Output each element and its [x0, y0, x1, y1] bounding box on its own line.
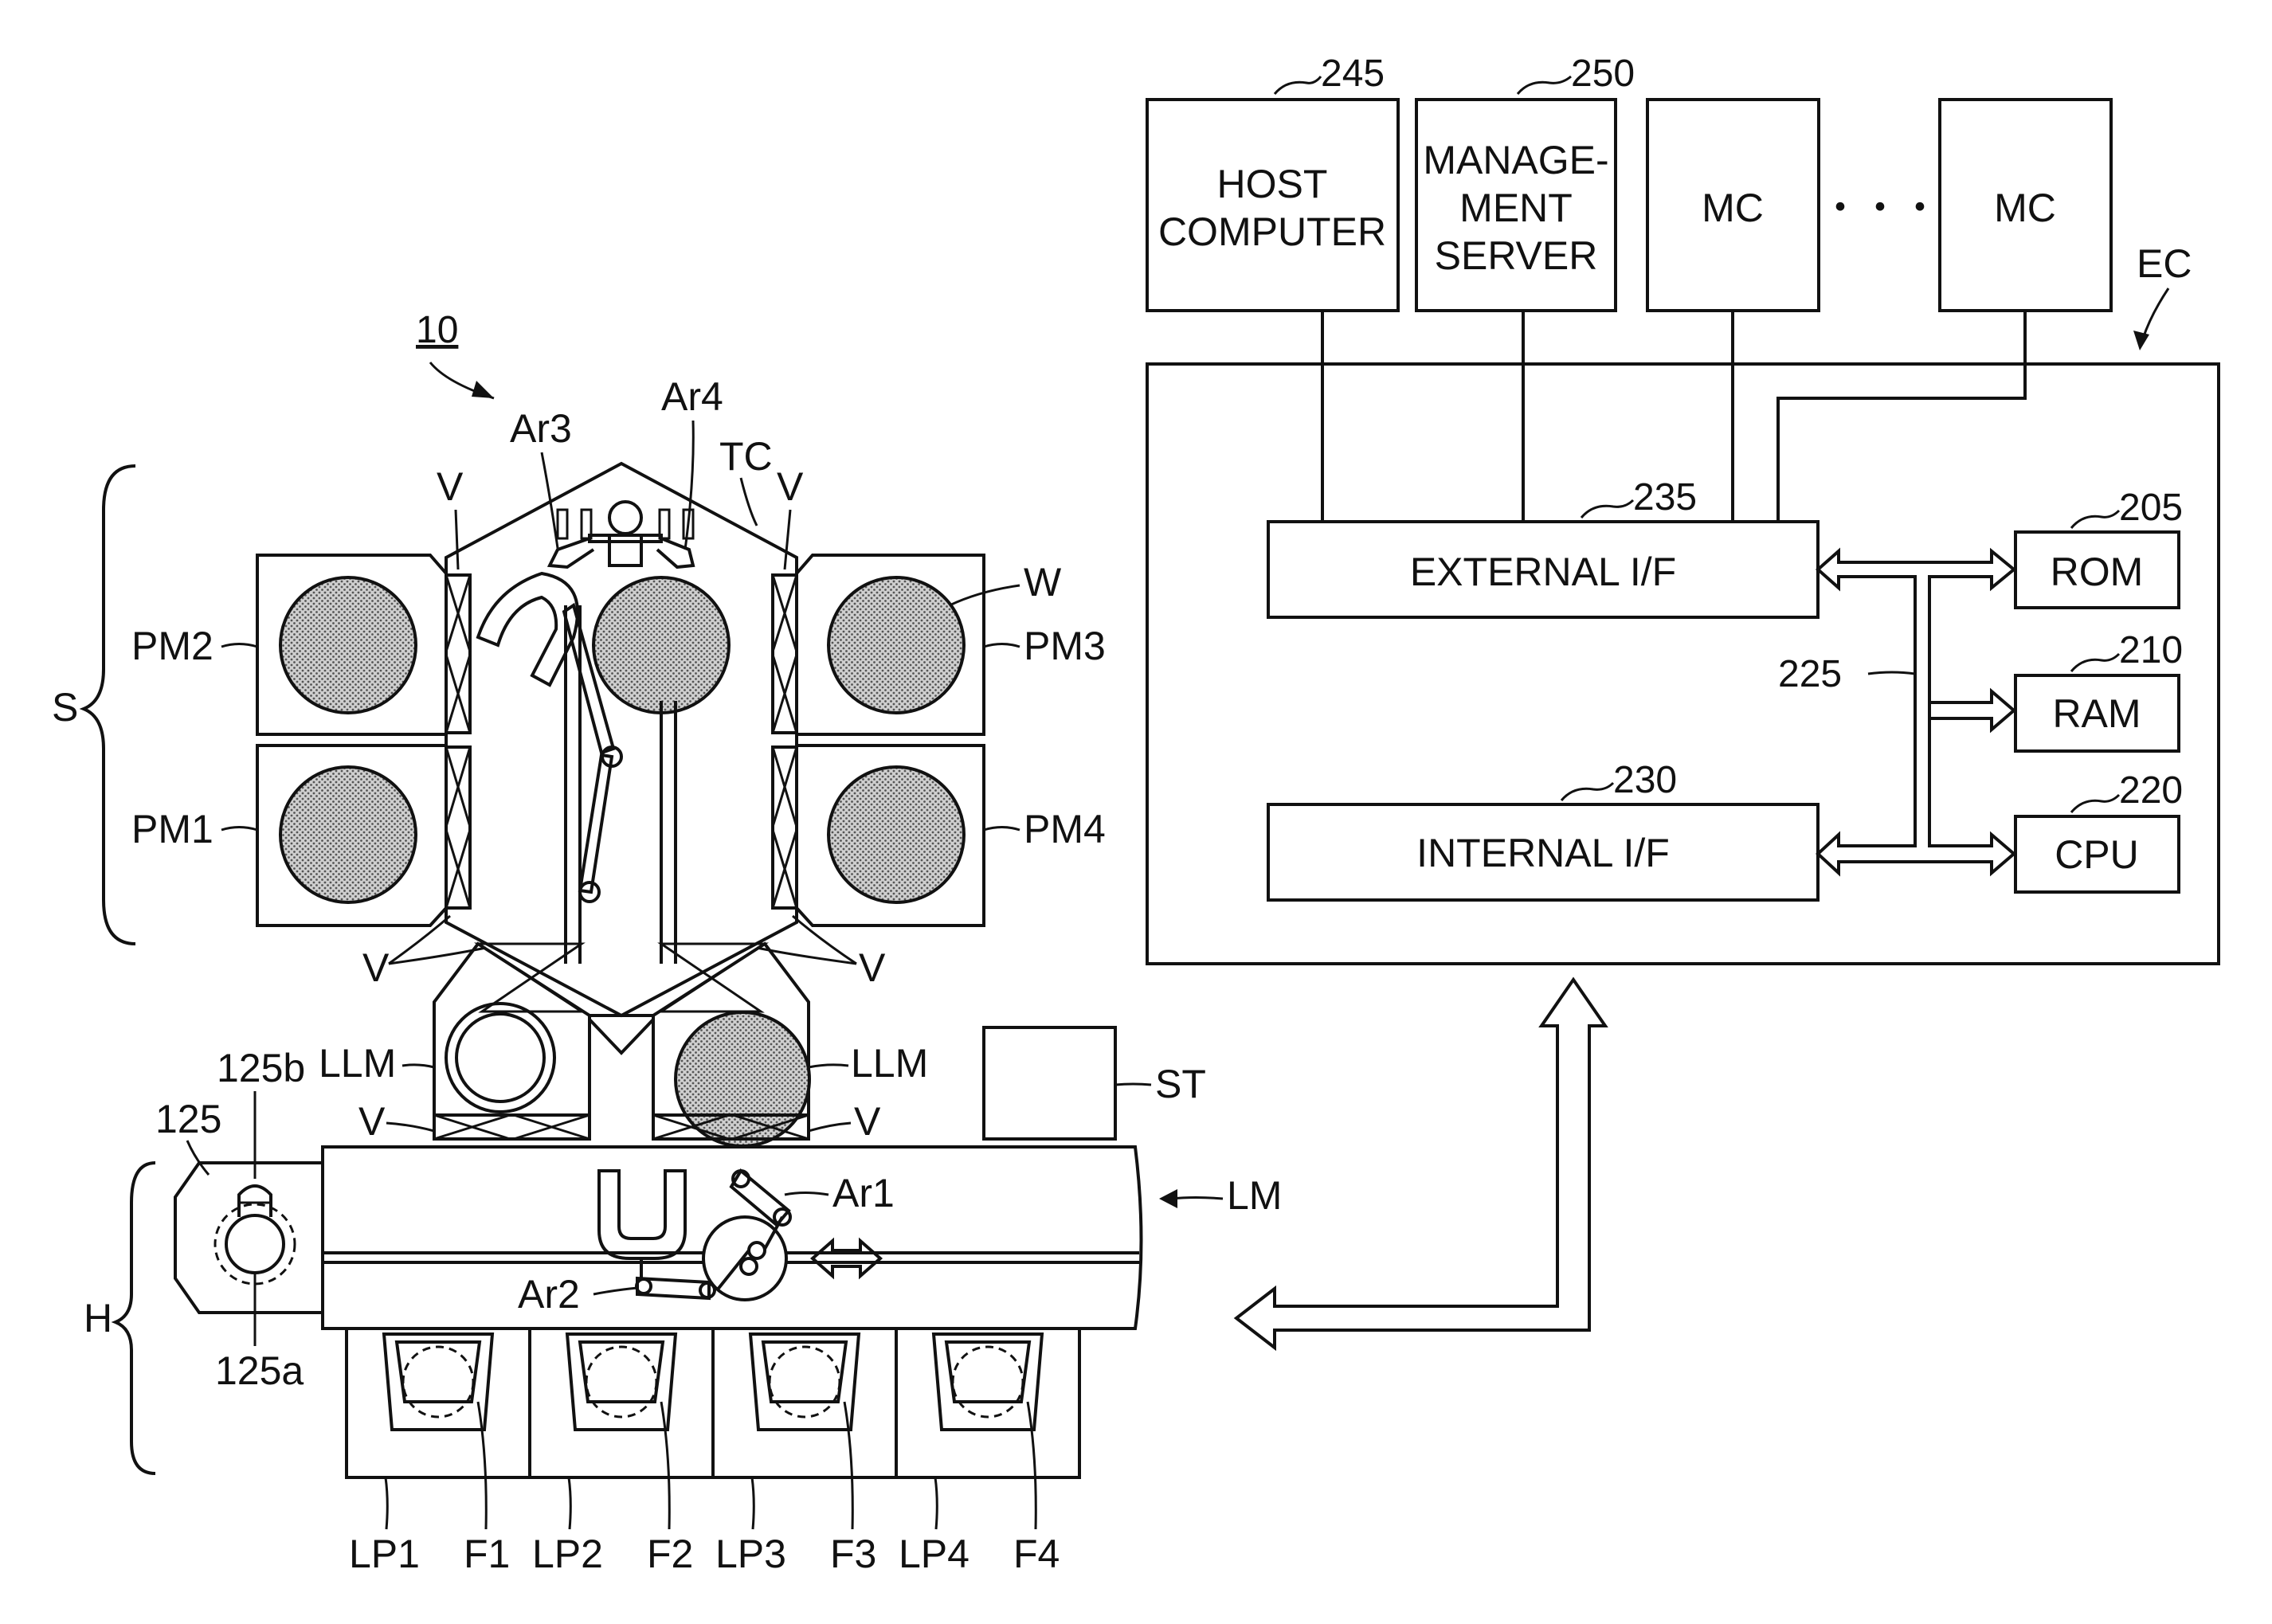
label-125a: 125a	[215, 1348, 304, 1393]
label-pm4: PM4	[1024, 807, 1106, 851]
bus-225	[1818, 551, 2014, 873]
label-f4: F4	[1013, 1532, 1060, 1576]
transfer-chamber	[446, 464, 797, 1015]
host-ref: 245	[1321, 53, 1385, 95]
label-125b: 125b	[217, 1046, 305, 1090]
label-tc: TC	[719, 434, 773, 479]
process-module-pm4	[773, 745, 984, 925]
label-lp2: LP2	[532, 1532, 603, 1576]
process-module-pm3	[773, 555, 984, 734]
internal-if-label: INTERNAL I/F	[1416, 831, 1670, 875]
ram-label: RAM	[2052, 691, 2141, 736]
cpu-ref: 220	[2119, 769, 2183, 812]
load-lock-left	[434, 944, 590, 1139]
storage-st	[984, 1027, 1115, 1139]
label-llm-right: LLM	[851, 1041, 928, 1086]
cpu-label: CPU	[2055, 832, 2139, 877]
internal-if-ref: 230	[1613, 759, 1677, 801]
tc-transfer-arms	[478, 502, 729, 964]
mc1-label: MC	[1702, 186, 1764, 230]
host-line1: HOST	[1217, 162, 1328, 206]
server-line3: SERVER	[1435, 233, 1598, 278]
server-line1: MANAGE-	[1423, 138, 1608, 182]
label-lp1: LP1	[349, 1532, 420, 1576]
server-ref: 250	[1571, 53, 1635, 95]
mc-box-2: MC	[1940, 100, 2111, 311]
mc-ellipsis: ・・・	[1820, 186, 1940, 230]
label-ar2: Ar2	[518, 1272, 580, 1317]
foup-f1	[384, 1334, 492, 1430]
label-v-mid-left: V	[362, 945, 390, 990]
label-lp4: LP4	[899, 1532, 970, 1576]
substrate-processing-system: 10 S H TC	[52, 309, 1282, 1576]
label-w: W	[1024, 560, 1062, 605]
label-pm3: PM3	[1024, 624, 1106, 668]
label-f3: F3	[830, 1532, 876, 1576]
label-ar4: Ar4	[661, 374, 723, 419]
label-v-top-right: V	[777, 464, 804, 509]
label-ar1: Ar1	[832, 1171, 895, 1215]
aligner-125	[175, 1163, 323, 1313]
label-llm-left: LLM	[319, 1041, 396, 1086]
label-ar3: Ar3	[510, 406, 572, 451]
mc-box-1: MC	[1647, 100, 1819, 311]
process-module-pm1	[257, 745, 470, 925]
lm-arm-travel-arrow	[813, 1241, 880, 1276]
h-brace	[116, 1163, 155, 1473]
external-if-ref: 235	[1633, 476, 1697, 519]
label-v-mid-right: V	[859, 945, 886, 990]
management-server-box: MANAGE- MENT SERVER 250	[1416, 53, 1635, 311]
label-v-top-left: V	[437, 464, 464, 509]
control-block-diagram: HOST COMPUTER 245 MANAGE- MENT SERVER 25…	[1147, 53, 2219, 1348]
rom-ref: 205	[2119, 487, 2183, 529]
s-brace	[84, 466, 135, 944]
foup-f4	[934, 1334, 1042, 1430]
system-ref: 10	[416, 309, 458, 351]
arm-ar2-fork	[599, 1171, 685, 1258]
mc2-label: MC	[1994, 186, 2056, 230]
label-lp3: LP3	[715, 1532, 786, 1576]
external-if-label: EXTERNAL I/F	[1410, 550, 1676, 594]
foup-f2	[567, 1334, 676, 1430]
host-computer-box: HOST COMPUTER 245	[1147, 53, 1398, 311]
server-line2: MENT	[1459, 186, 1573, 230]
label-f1: F1	[464, 1532, 510, 1576]
label-h: H	[84, 1296, 112, 1340]
label-st: ST	[1155, 1062, 1206, 1106]
label-lm: LM	[1227, 1173, 1282, 1218]
load-lock-right	[653, 944, 809, 1146]
ec-lm-link-arrow	[1236, 980, 1605, 1348]
label-f2: F2	[647, 1532, 693, 1576]
process-module-pm2	[257, 555, 470, 734]
label-v-low-right: V	[854, 1099, 881, 1144]
host-line2: COMPUTER	[1158, 209, 1386, 254]
label-pm2: PM2	[131, 624, 213, 668]
foup-f3	[750, 1334, 859, 1430]
label-pm1: PM1	[131, 807, 213, 851]
label-s: S	[52, 685, 78, 730]
ram-ref: 210	[2119, 629, 2183, 671]
label-ec: EC	[2137, 241, 2192, 286]
bus-ref: 225	[1778, 653, 1842, 695]
rom-label: ROM	[2051, 550, 2144, 594]
label-v-low-left: V	[358, 1099, 386, 1144]
label-125: 125	[155, 1097, 221, 1141]
